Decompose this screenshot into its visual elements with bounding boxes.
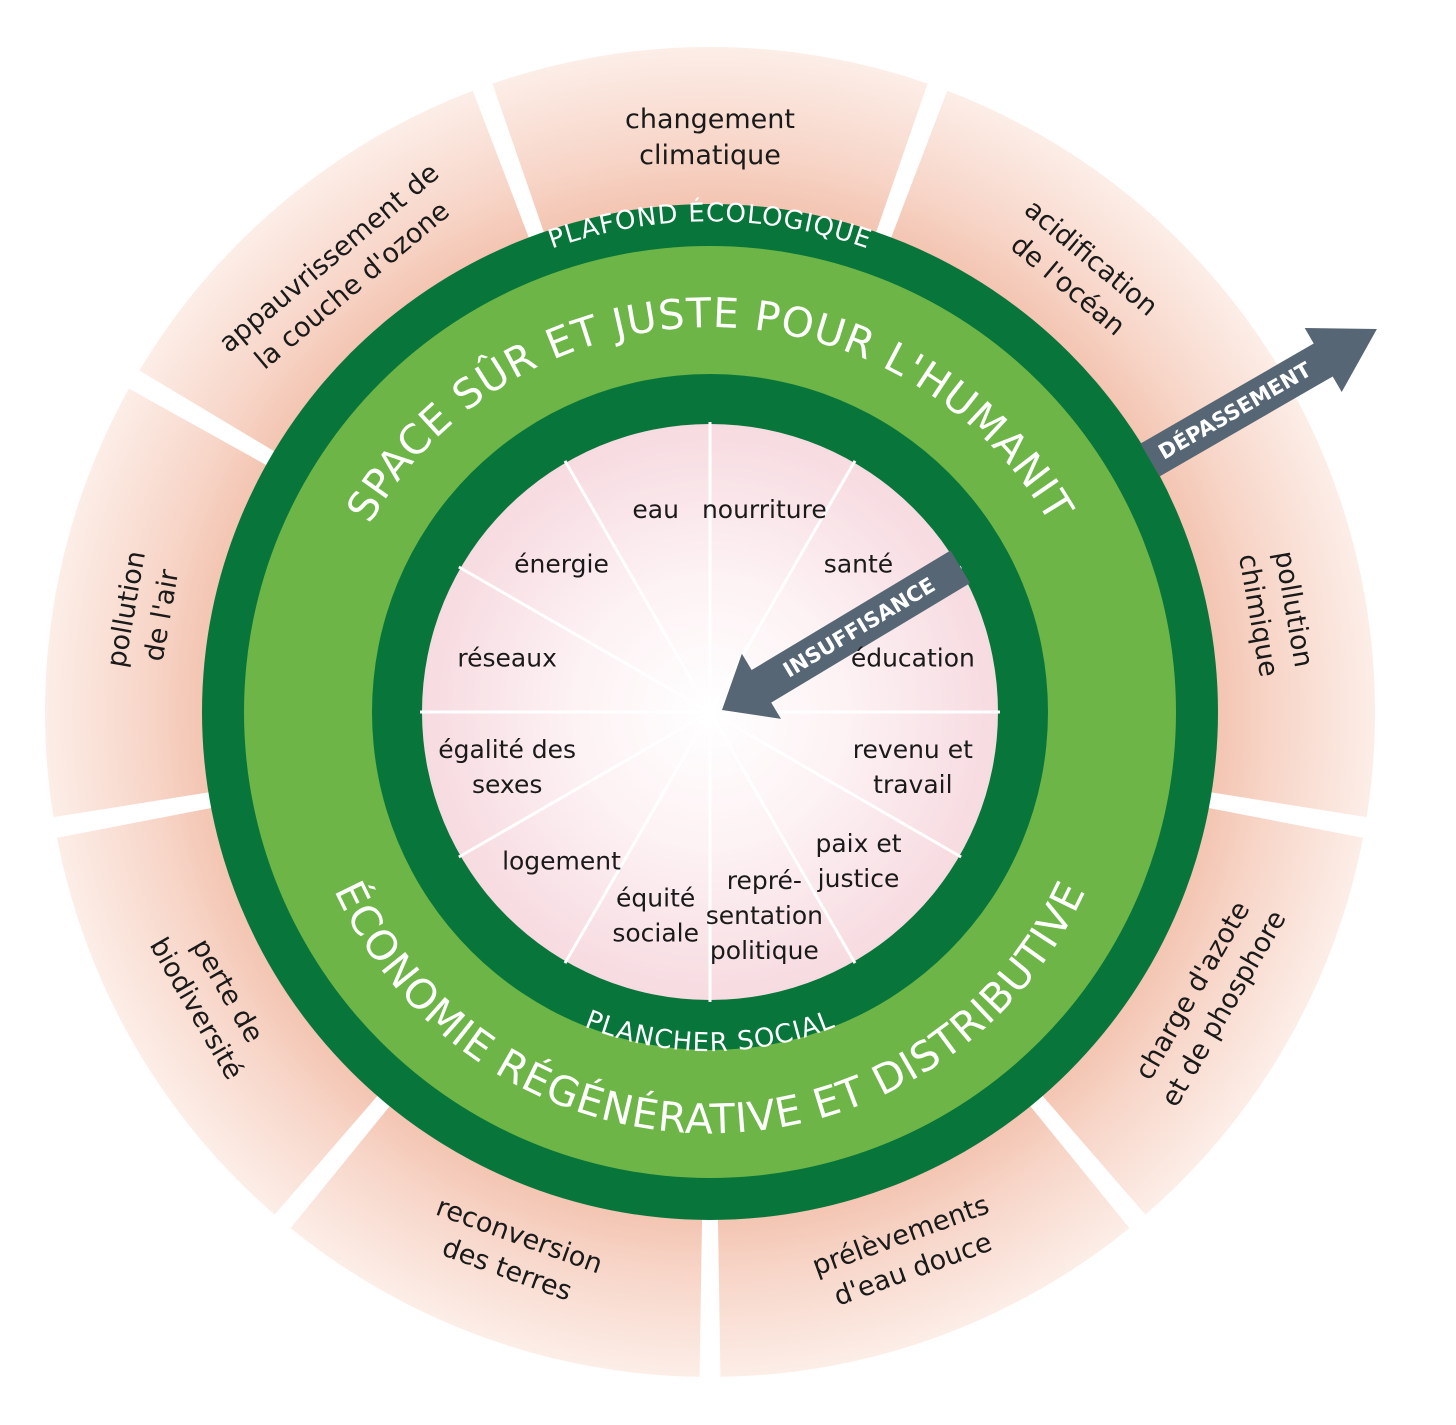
social-dimension-label: réseaux <box>457 644 556 673</box>
label-line: climatique <box>639 140 781 171</box>
social-dimension-label: égalité des sexes <box>438 735 576 799</box>
label-line: politique <box>710 936 819 965</box>
social-dimension-label: santé <box>824 550 893 579</box>
segment-divider <box>563 711 712 964</box>
segment-divider <box>458 710 711 859</box>
social-dimension-label: nourriture <box>702 495 827 524</box>
segment-divider <box>458 565 711 714</box>
shortfall-arrow-icon <box>722 550 971 719</box>
label-line: sociale <box>612 918 699 947</box>
social-dimension-label: énergie <box>514 550 609 579</box>
ecological-ceiling-segments <box>44 46 1375 1377</box>
label-line: changement <box>625 104 795 135</box>
segment-divider <box>708 460 857 713</box>
label-line: repré- <box>727 866 802 895</box>
social-foundation-labels: nourriture santé éducation revenu et travail… <box>438 495 975 965</box>
segment-divider <box>708 711 857 964</box>
ecological-segment <box>1146 388 1375 818</box>
social-dimension-label: eau <box>632 495 679 524</box>
label-line: nourriture <box>702 495 827 524</box>
overshoot-arrow-icon <box>1140 327 1377 477</box>
segment-divider <box>563 460 712 713</box>
label-line: logement <box>502 846 621 875</box>
social-dimension-label: éducation <box>851 644 975 673</box>
label-line: sentation <box>706 901 823 930</box>
ecological-dimension-label: changement climatique <box>625 104 795 171</box>
label-line: paix et <box>815 829 901 858</box>
ecological-segment <box>290 1100 703 1377</box>
label-line: équité <box>616 883 695 912</box>
ecological-segment <box>44 388 274 818</box>
label-line: travail <box>873 770 952 799</box>
social-dimension-label: revenu et travail <box>853 735 973 799</box>
ecological-segment <box>56 806 383 1215</box>
label-line: santé <box>824 550 893 579</box>
label-line: réseaux <box>457 644 556 673</box>
ecological-segment <box>717 1100 1130 1377</box>
social-foundation-segments <box>420 422 1000 1002</box>
social-dimension-label: équité sociale <box>612 883 699 947</box>
ecological-segment <box>888 90 1281 456</box>
label-line: éducation <box>851 644 975 673</box>
ecological-segment <box>492 46 928 240</box>
label-line: égalité des <box>438 735 576 764</box>
segment-divider <box>709 710 962 859</box>
label-line: revenu et <box>853 735 973 764</box>
social-dimension-label: paix et justice <box>815 829 901 893</box>
social-dimension-label: logement <box>502 846 621 875</box>
label-line: justice <box>817 864 900 893</box>
label-line: sexes <box>472 770 542 799</box>
ecological-segment <box>1037 806 1364 1215</box>
ecological-segment <box>139 90 532 456</box>
label-line: énergie <box>514 550 609 579</box>
social-dimension-label: repré-sentation politique <box>706 866 823 965</box>
label-line: eau <box>632 495 679 524</box>
